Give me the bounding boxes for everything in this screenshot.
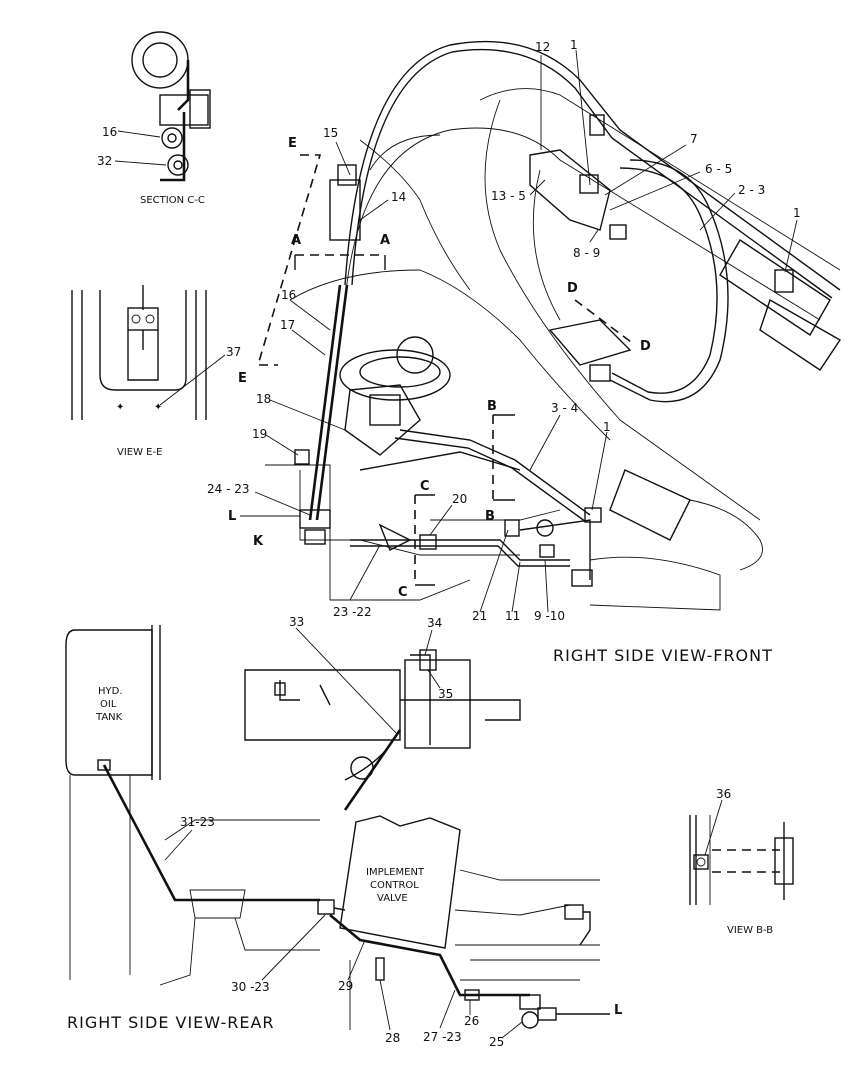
callout-6-5: 6 - 5 [705, 162, 732, 176]
callout-8-9: 8 - 9 [573, 246, 600, 260]
callout-1-mid: 1 [603, 420, 611, 434]
callout-27-23: 27 -23 [423, 1030, 462, 1044]
callout-33: 33 [289, 615, 304, 629]
marker-c-top: C [420, 479, 430, 494]
valve-label-2: CONTROL [370, 880, 419, 891]
callout-32: 32 [97, 154, 112, 168]
callout-28: 28 [385, 1031, 400, 1045]
rear-view-title: RIGHT SIDE VIEW-REAR [67, 1013, 275, 1032]
svg-text:✦: ✦ [116, 402, 124, 413]
valve-label-3: VALVE [377, 893, 408, 904]
tank-label-2: OIL [100, 699, 117, 710]
view-bb-detail: 36 VIEW B-B [689, 787, 794, 936]
marker-e-bottom: E [238, 371, 247, 386]
callout-30-23: 30 -23 [231, 980, 270, 994]
callout-3-4: 3 - 4 [551, 401, 578, 415]
callout-11: 11 [505, 609, 520, 623]
callout-35: 35 [438, 687, 453, 701]
front-view-machine-outline [265, 88, 841, 611]
rear-view-lines: L [69, 759, 622, 1030]
front-view-hose-lines [294, 40, 841, 587]
callout-7: 7 [690, 132, 698, 146]
marker-b-bottom: B [485, 509, 495, 524]
callout-15: 15 [323, 126, 338, 140]
callout-13-5: 13 - 5 [491, 189, 526, 203]
view-ee-detail: ✦ ✦ 37 VIEW E-E [71, 285, 241, 458]
svg-text:✦: ✦ [154, 402, 162, 413]
callout-16: 16 [281, 288, 296, 302]
callout-14: 14 [391, 190, 406, 204]
callout-20: 20 [452, 492, 467, 506]
section-cc-detail: 16 32 SECTION C-C [97, 31, 211, 206]
marker-a-right: A [380, 233, 390, 248]
valve-label-1: IMPLEMENT [366, 867, 425, 878]
callout-34: 34 [427, 616, 442, 630]
marker-a-left: A [291, 233, 301, 248]
callout-9-10: 9 -10 [534, 609, 565, 623]
callout-37: 37 [226, 345, 241, 359]
callout-24-23: 24 - 23 [207, 482, 250, 496]
marker-e-top: E [288, 136, 297, 151]
marker-d-top: D [567, 281, 578, 296]
callout-29: 29 [338, 979, 353, 993]
callout-16-section: 16 [102, 125, 117, 139]
marker-k: K [253, 534, 264, 549]
callout-25: 25 [489, 1035, 504, 1049]
front-callouts: 15 14 16 17 18 19 24 - 23 12 1 13 - 5 7 … [207, 38, 801, 665]
marker-l-rear: L [614, 1003, 622, 1018]
implement-control-valve: IMPLEMENT CONTROL VALVE [339, 815, 461, 949]
tank-label-1: HYD. [98, 686, 123, 697]
marker-b-top: B [487, 399, 497, 414]
view-ee-title: VIEW E-E [117, 447, 162, 458]
tank-label-3: TANK [95, 712, 123, 723]
callout-1-right: 1 [793, 206, 801, 220]
callout-18: 18 [256, 392, 271, 406]
callout-12: 12 [535, 40, 550, 54]
callout-1-top: 1 [570, 38, 578, 52]
view-bb-title: VIEW B-B [727, 925, 773, 936]
hydraulic-oil-tank: HYD. OIL TANK [65, 625, 161, 780]
callout-23-22: 23 -22 [333, 605, 372, 619]
marker-l-front: L [228, 509, 236, 524]
rear-callouts: 31-23 30 -23 29 28 27 -23 26 25 RIGHT SI… [67, 815, 523, 1049]
callout-17: 17 [280, 318, 295, 332]
front-view-title: RIGHT SIDE VIEW-FRONT [553, 646, 773, 665]
section-cc-title: SECTION C-C [140, 195, 205, 206]
marker-d-bottom: D [640, 339, 651, 354]
callout-36: 36 [716, 787, 731, 801]
callout-21: 21 [472, 609, 487, 623]
callout-31-23: 31-23 [180, 815, 215, 829]
callout-26: 26 [464, 1014, 479, 1028]
callout-19: 19 [252, 427, 267, 441]
callout-2-3: 2 - 3 [738, 183, 765, 197]
marker-c-bottom: C [398, 585, 408, 600]
middle-detail: 33 34 35 [244, 615, 521, 811]
front-section-markers: E E A A B B C C D D K L [228, 136, 651, 600]
